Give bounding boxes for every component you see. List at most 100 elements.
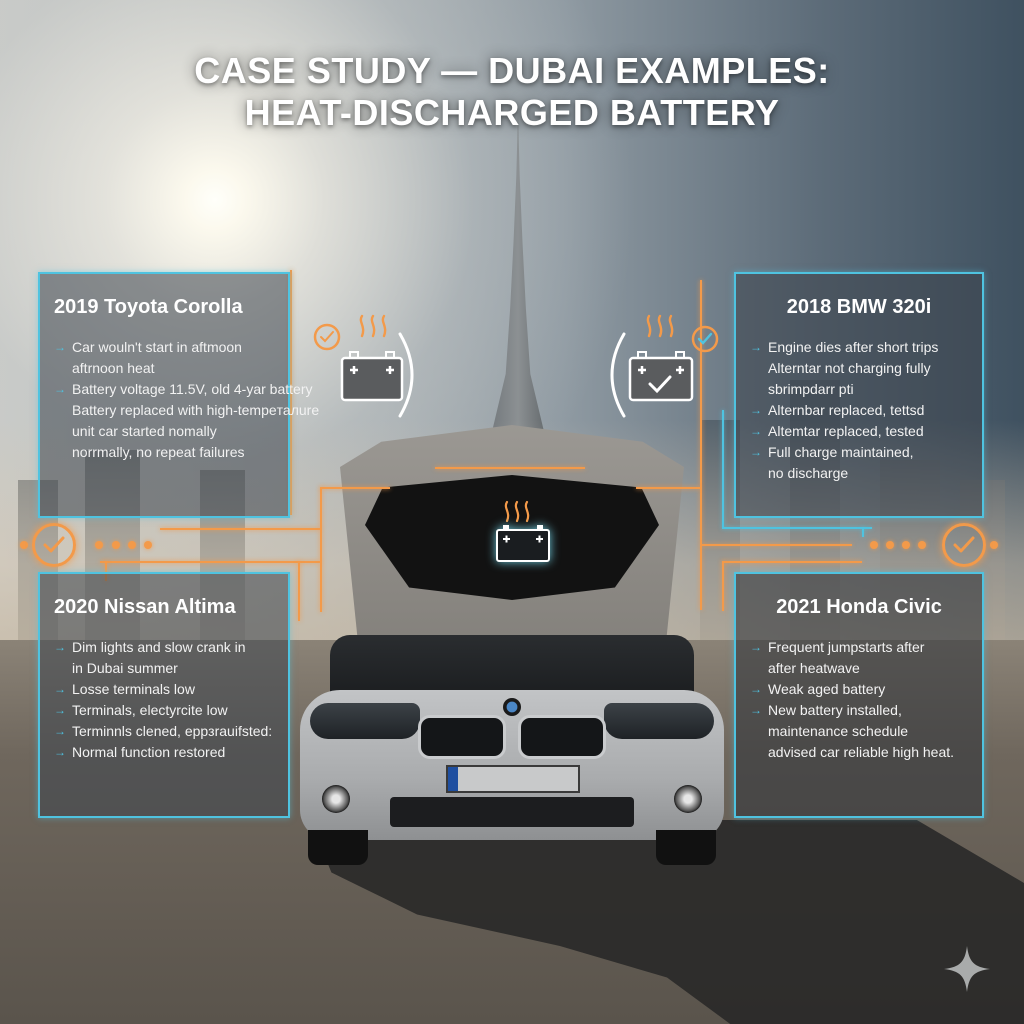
- case-bullet-continuation: advised car reliable high heat.: [768, 744, 955, 760]
- case-bullet-list: →Engine dies after short trips Alterntar…: [750, 337, 968, 484]
- connector-line: [160, 528, 320, 530]
- case-panel-honda-civic: 2021 Honda Civic →Frequent jumpstarts af…: [734, 572, 984, 818]
- case-bullet: →Battery voltage 11.5V, old 4-yar batter…: [54, 379, 312, 400]
- connector-dot: [902, 541, 910, 549]
- bmw-emblem: [503, 698, 521, 716]
- arrow-right-icon: →: [54, 340, 66, 354]
- connector-dot: [990, 541, 998, 549]
- arrow-right-icon: →: [54, 745, 66, 759]
- connector-line: [435, 467, 585, 469]
- title-line-1: CASE STUDY — DUBAI EXAMPLES:: [194, 50, 830, 91]
- battery-icon: [340, 351, 404, 402]
- arrow-right-icon: →: [750, 403, 762, 417]
- arrow-right-icon: →: [54, 382, 66, 396]
- arrow-right-icon: →: [54, 703, 66, 717]
- arrow-right-icon: →: [750, 424, 762, 438]
- kidney-grille-right: [518, 715, 606, 759]
- connector-dot: [112, 541, 120, 549]
- connector-line: [702, 544, 852, 546]
- arc-bracket-icon: [398, 332, 414, 418]
- connector-dot: [95, 541, 103, 549]
- tire-left: [308, 830, 368, 865]
- case-bullet: →Altemtar replaced, tested: [750, 421, 968, 442]
- headlight-left: [310, 703, 420, 739]
- case-bullet-continuation: aftrnoon heat: [72, 360, 155, 376]
- case-bullet: →Full charge maintained,: [750, 442, 968, 463]
- case-title: 2019 Toyota Corolla: [54, 296, 243, 318]
- case-bullet: →Weak aged battery: [750, 679, 968, 700]
- case-bullet-continuation: sbrimpdarr pti: [768, 381, 854, 397]
- case-title: 2018 BMW 320i: [786, 296, 932, 318]
- arrow-right-icon: →: [750, 703, 762, 717]
- connector-line-blue: [722, 410, 724, 528]
- battery-check-icon: [628, 351, 694, 402]
- case-bullet: →Engine dies after short trips: [750, 337, 968, 358]
- case-bullet-continuation: unit car started nomally: [72, 423, 217, 439]
- foglight-left: [322, 785, 350, 813]
- arrow-right-icon: →: [54, 682, 66, 696]
- case-title: 2020 Nissan Altima: [54, 596, 236, 618]
- car-open-hood: [300, 425, 724, 865]
- arc-bracket-icon: [610, 332, 626, 418]
- case-bullet: →Terminals, electyrcite low: [54, 700, 274, 721]
- headlight-right: [604, 703, 714, 739]
- title-line-2: HEAT-DISCHARGED BATTERY: [244, 92, 780, 133]
- case-bullet: →Terminnls clened, eppзrauifsted:: [54, 721, 274, 742]
- arrow-right-icon: →: [54, 640, 66, 654]
- kidney-grille-left: [418, 715, 506, 759]
- license-plate: [446, 765, 580, 793]
- case-bullet: →Dim lights and slow crank in: [54, 637, 274, 658]
- connector-line-blue: [722, 527, 872, 529]
- connector-line: [722, 561, 724, 611]
- case-bullet-continuation: no discharge: [768, 465, 849, 481]
- arrow-right-icon: →: [54, 724, 66, 738]
- check-circle-icon: [313, 323, 341, 351]
- check-circle-icon: [942, 523, 986, 567]
- case-panel-toyota-corolla: 2019 Toyota Corolla →Car wouln't start i…: [38, 272, 320, 518]
- case-bullet: →Normal function restored: [54, 742, 274, 763]
- heat-waves-icon: [504, 500, 530, 523]
- case-bullet: →Car wouln't start in aftmoon: [54, 337, 274, 358]
- tire-right: [656, 830, 716, 865]
- case-bullet-continuation: Battery replaced with high-tempeталure: [72, 402, 320, 418]
- connector-line: [722, 561, 862, 563]
- connector-dot: [870, 541, 878, 549]
- connector-dot: [886, 541, 894, 549]
- connector-line: [290, 270, 292, 515]
- heat-waves-icon: [646, 314, 674, 338]
- case-panel-bmw-320i: 2018 BMW 320i →Engine dies after short t…: [734, 272, 984, 518]
- connector-line: [100, 561, 320, 563]
- heat-waves-icon: [359, 314, 387, 338]
- case-bullet: →Losse terminals low: [54, 679, 274, 700]
- connector-dot: [144, 541, 152, 549]
- foglight-right: [674, 785, 702, 813]
- connector-dot: [20, 541, 28, 549]
- case-title: 2021 Honda Civic: [776, 596, 942, 618]
- connector-line: [320, 487, 322, 612]
- case-bullet-list: →Dim lights and slow crank in in Dubai s…: [54, 637, 274, 763]
- arrow-right-icon: →: [750, 340, 762, 354]
- connector-line: [298, 561, 300, 621]
- case-bullet: →New battery installed,: [750, 700, 968, 721]
- connector-line: [700, 280, 702, 610]
- case-bullet-continuation: after heatwave: [768, 660, 860, 676]
- case-bullet-list: →Car wouln't start in aftmoon aftrnoon h…: [54, 337, 320, 463]
- case-bullet: →Frequent jumpstarts after: [750, 637, 968, 658]
- case-bullet: →Alternbar replaced, tettsd: [750, 400, 968, 421]
- connector-dot: [128, 541, 136, 549]
- case-bullet-continuation: in Dubai summer: [72, 660, 178, 676]
- arrow-right-icon: →: [750, 640, 762, 654]
- connector-line: [105, 561, 107, 581]
- case-bullet-continuation: norrmally, no repeat failures: [72, 444, 245, 460]
- case-bullet-continuation: Alterntar not charging fully: [768, 360, 931, 376]
- check-circle-icon: [691, 325, 719, 353]
- battery-glow-icon: [496, 525, 550, 562]
- page-title: CASE STUDY — DUBAI EXAMPLES: HEAT-DISCHA…: [0, 50, 1024, 134]
- lower-grille: [390, 797, 634, 827]
- check-circle-icon: [32, 523, 76, 567]
- connector-line: [320, 487, 390, 489]
- sparkle-icon: [944, 946, 990, 992]
- connector-line: [636, 487, 700, 489]
- arrow-right-icon: →: [750, 682, 762, 696]
- connector-line-blue: [862, 527, 864, 537]
